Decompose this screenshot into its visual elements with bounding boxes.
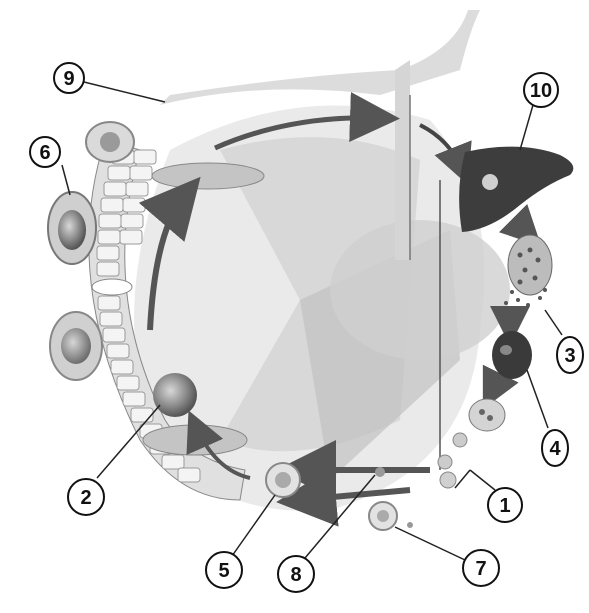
label-1: 1 <box>488 488 522 522</box>
label-2: 2 <box>68 479 104 515</box>
label-3: 3 <box>557 337 583 373</box>
label-8: 8 <box>278 556 314 592</box>
svg-text:5: 5 <box>218 560 229 582</box>
svg-text:9: 9 <box>63 68 74 90</box>
svg-text:8: 8 <box>290 564 301 586</box>
svg-text:3: 3 <box>564 345 575 367</box>
label-6: 6 <box>30 137 60 167</box>
svg-text:4: 4 <box>549 438 561 460</box>
svg-text:10: 10 <box>530 80 552 102</box>
blood-schizont <box>492 331 532 379</box>
ookinete-cell <box>153 373 197 417</box>
merozoite-cluster <box>504 235 552 307</box>
svg-text:1: 1 <box>499 495 510 517</box>
svg-text:7: 7 <box>475 558 486 580</box>
svg-text:6: 6 <box>39 142 50 164</box>
label-9: 9 <box>54 63 84 93</box>
liver-organ <box>459 147 573 232</box>
label-10: 10 <box>524 73 558 107</box>
label-5: 5 <box>206 552 242 588</box>
label-4: 4 <box>542 430 568 466</box>
svg-text:2: 2 <box>80 487 91 509</box>
label-7: 7 <box>463 550 499 586</box>
